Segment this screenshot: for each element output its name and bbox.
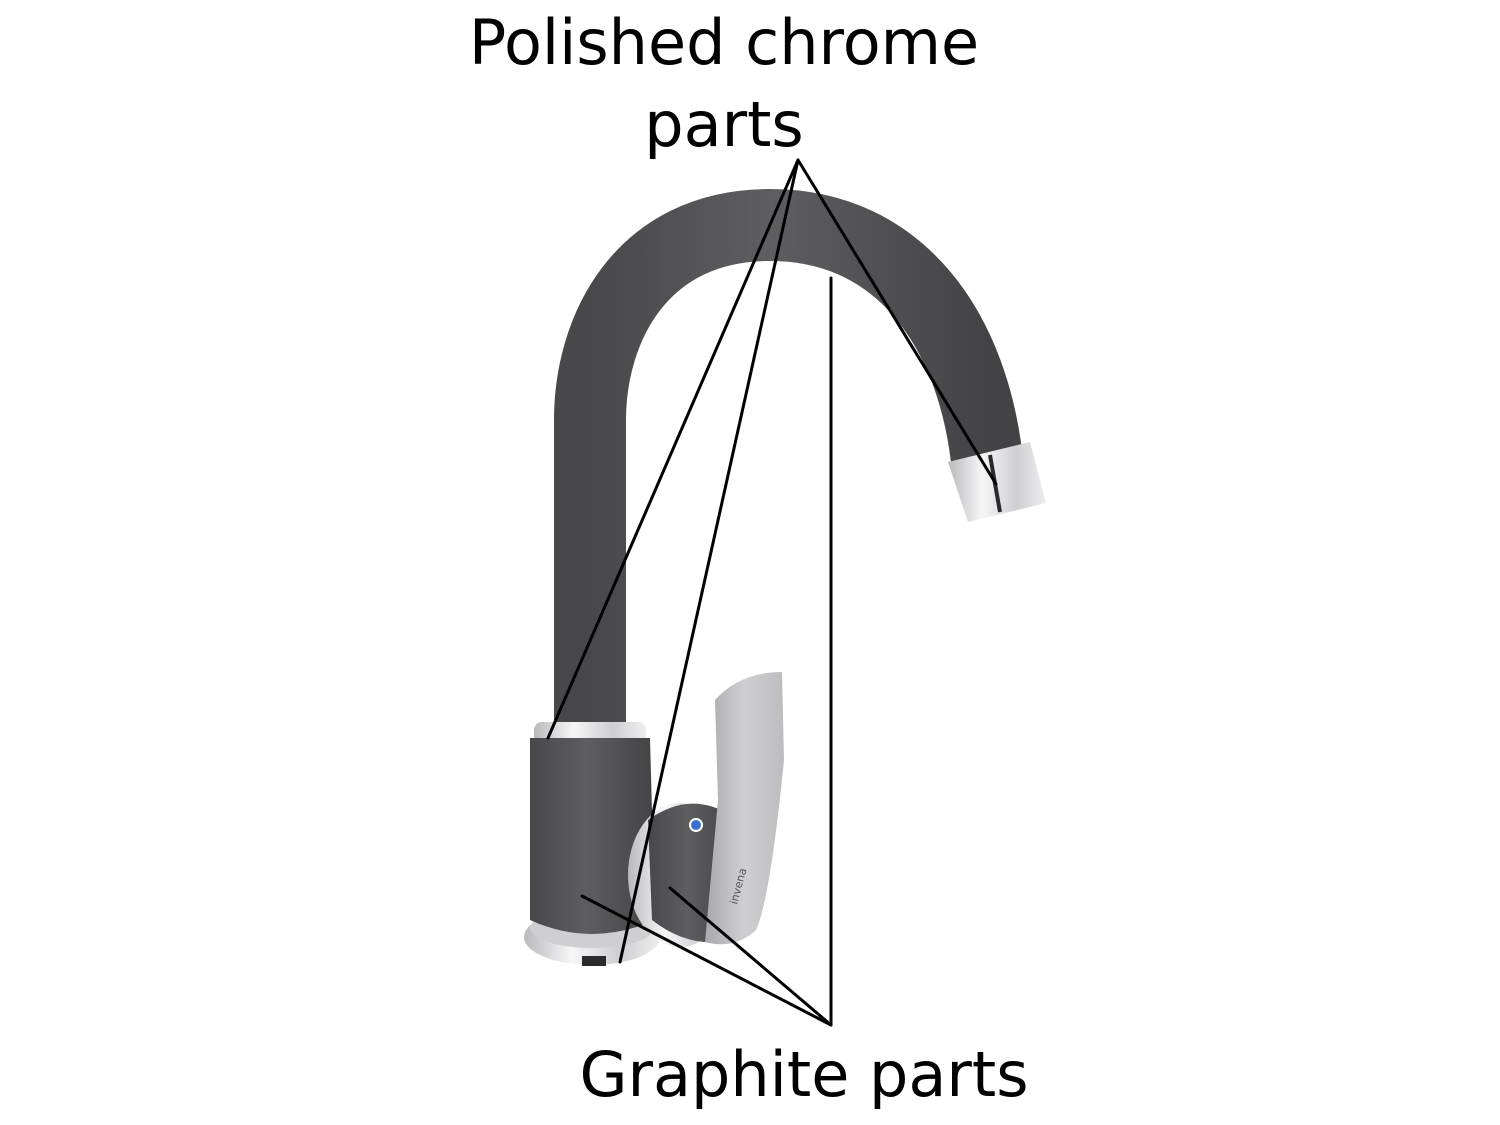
chrome-leader-lever-hub	[618, 158, 800, 964]
temperature-indicator-dot	[689, 818, 703, 832]
chrome-leader-spout-tip	[796, 158, 998, 486]
lever-handle-chrome	[705, 672, 784, 945]
faucet-illustration: invena	[524, 188, 1046, 966]
chrome-leader-lines	[546, 158, 998, 964]
chrome-leader-neck-ring	[546, 158, 800, 740]
chrome-label-line2: parts	[644, 88, 803, 161]
graphite-leader-body	[580, 894, 833, 1027]
graphite-leader-hub	[668, 886, 833, 1027]
spout-tip-chrome	[948, 442, 1046, 522]
graphite-leader-lines	[580, 276, 833, 1027]
graphite-label: Graphite parts	[579, 1038, 1028, 1111]
chrome-label-line1: Polished chrome	[469, 6, 979, 79]
spout-graphite	[554, 188, 1024, 740]
base-slot	[582, 956, 606, 966]
body-graphite	[530, 738, 655, 934]
